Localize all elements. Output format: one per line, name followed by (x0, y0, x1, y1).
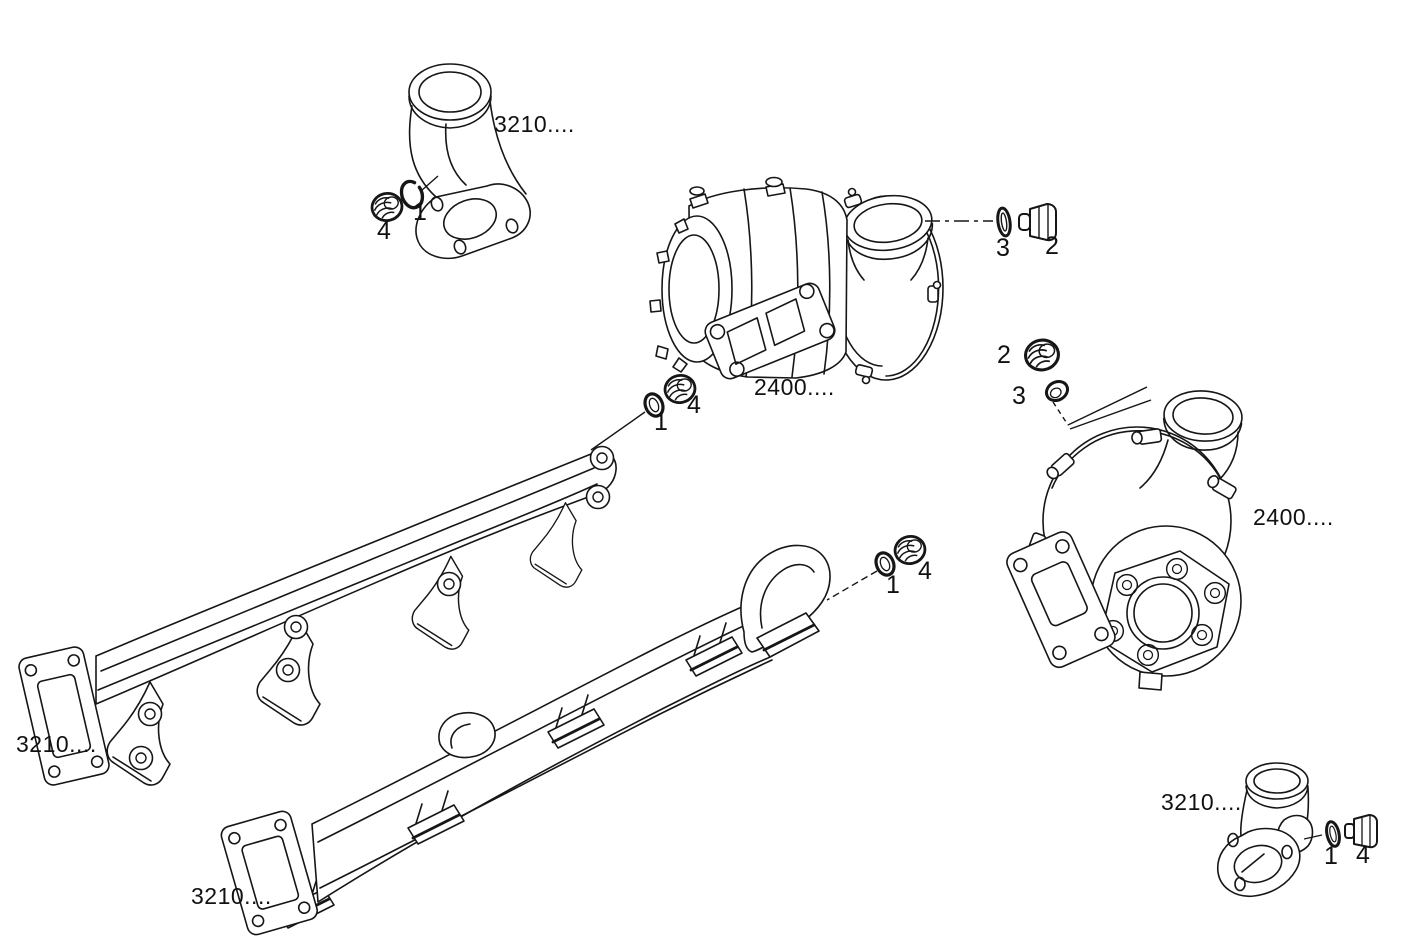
leader-lines (420, 175, 1323, 840)
callout-2-center[interactable]: 2 (1045, 232, 1059, 260)
elbow-pipe-bottom-right-drawing[interactable] (1216, 762, 1314, 897)
exhaust-manifold-lower-drawing[interactable] (219, 544, 831, 936)
fitting-ring-bottom-right[interactable] (1325, 820, 1342, 848)
callout-4-mid1[interactable]: 4 (687, 391, 701, 419)
elbow-pipe-top-left-drawing[interactable] (408, 63, 531, 260)
exhaust-manifold-upper-drawing[interactable] (17, 445, 617, 787)
callout-4-top-left[interactable]: 4 (377, 217, 391, 245)
callout-4-bottom-right[interactable]: 4 (1356, 841, 1370, 869)
fitting-cring-top-left[interactable] (398, 178, 426, 210)
part-code-turbo-center[interactable]: 2400.... (754, 374, 835, 400)
callout-3-right[interactable]: 3 (1012, 382, 1026, 410)
callout-1-mid2[interactable]: 1 (886, 571, 900, 599)
turbocharger-center-drawing[interactable] (649, 176, 944, 385)
part-code-manifold-upper[interactable]: 3210.... (16, 731, 97, 757)
callout-1-top-left[interactable]: 1 (413, 198, 427, 226)
turbocharger-right-drawing[interactable] (1004, 388, 1244, 691)
callout-4-mid2[interactable]: 4 (918, 557, 932, 585)
part-code-manifold-lower[interactable]: 3210.... (191, 883, 272, 909)
fitting-washer-center[interactable] (996, 206, 1012, 238)
callout-1-bottom-right[interactable]: 1 (1324, 842, 1338, 870)
fitting-washer-right-turbo[interactable] (1043, 378, 1071, 405)
callout-3-center[interactable]: 3 (996, 234, 1010, 262)
part-code-elbow-bottom-right[interactable]: 3210.... (1161, 789, 1242, 815)
fitting-plug-bottom-right[interactable] (1344, 814, 1378, 849)
callout-1-mid1[interactable]: 1 (654, 408, 668, 436)
part-code-elbow-top-left[interactable]: 3210.... (494, 111, 575, 137)
callout-2-right[interactable]: 2 (997, 341, 1011, 369)
part-code-turbo-right[interactable]: 2400.... (1253, 504, 1334, 530)
fitting-plug-right-turbo[interactable] (1021, 335, 1063, 375)
fitting-plug-center[interactable] (1018, 203, 1057, 242)
